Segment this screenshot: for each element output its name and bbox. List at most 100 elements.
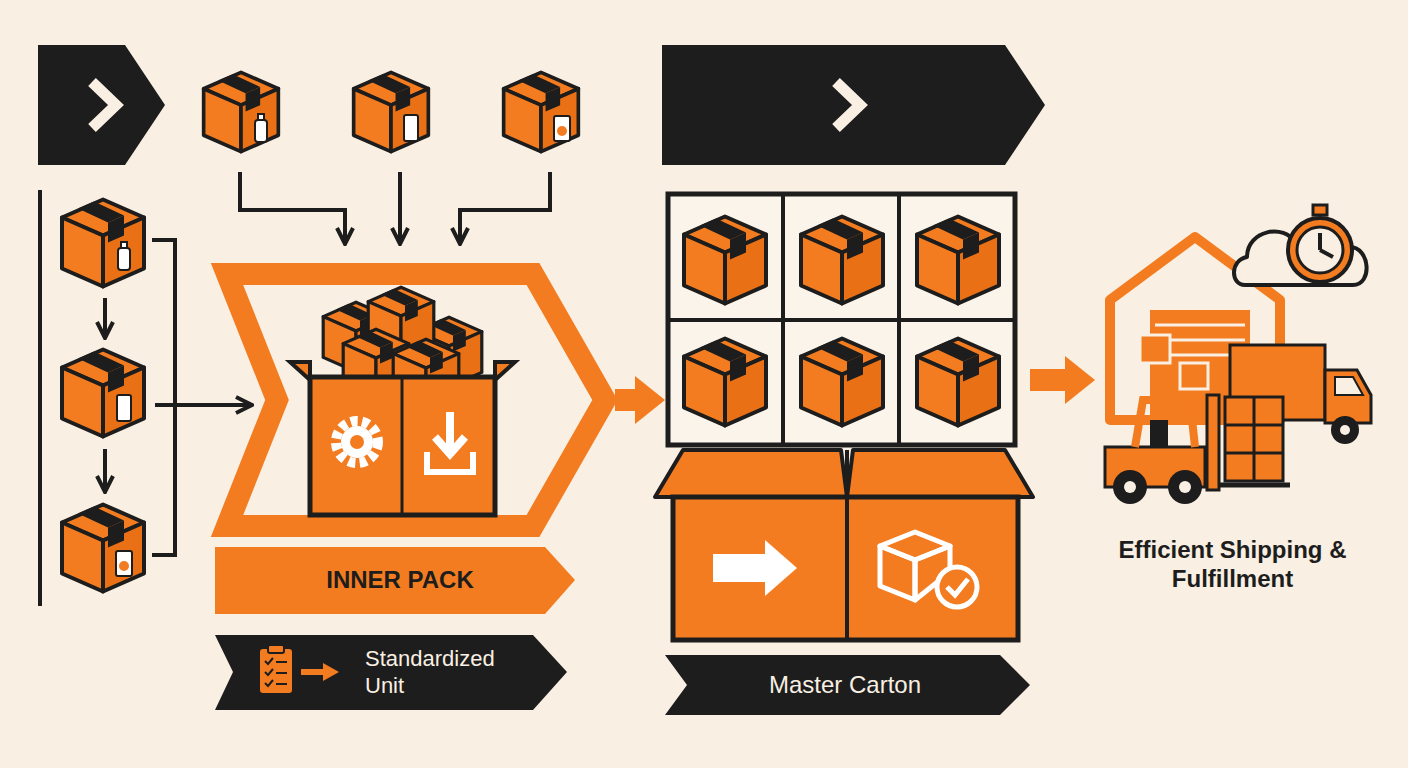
- master-carton-shape-part: [665, 655, 1030, 715]
- left-item-column-part: [117, 395, 131, 421]
- master-carton-shape-part: [684, 339, 766, 426]
- top-item-boxes-part: [255, 120, 267, 142]
- standardized-unit-band-shape-part: [301, 669, 325, 675]
- shipping-fulfillment-shape-part: [1325, 370, 1371, 423]
- flow-arrow-part: [615, 389, 639, 411]
- standardized-unit-band-shape-part: [268, 645, 284, 653]
- master-carton-shape-part: [880, 546, 915, 600]
- master-carton-shape-part: [713, 540, 797, 596]
- master-carton-shape-part: [847, 450, 1033, 497]
- left-item-column-part-part: [152, 240, 175, 555]
- left-item-column-part: [62, 350, 144, 437]
- top-item-boxes-part: [204, 72, 279, 151]
- master-carton-shape-part: [801, 339, 883, 426]
- shipping-fulfillment-shape-part: [1225, 397, 1283, 481]
- left-item-column-part-part: [103, 449, 107, 490]
- top-left-chevron-part: [38, 45, 165, 165]
- feed-arrows-part: [460, 172, 550, 242]
- shipping-fulfillment-shape-part: [1207, 395, 1219, 490]
- master-carton-shape-part: [880, 532, 950, 560]
- standardized-unit-band-shape-part: [276, 683, 287, 685]
- flow-arrow-part: [1065, 356, 1095, 404]
- master-carton-shape-part: [801, 217, 883, 304]
- inner-pack-chevron-shape-part: [495, 362, 515, 380]
- node-label: Efficient Shipping & Fulfillment: [1105, 525, 1360, 605]
- left-item-column-part: [121, 242, 127, 248]
- inner-pack-chevron-shape-part: [290, 362, 310, 380]
- standardized-unit-band-shape-part: [215, 635, 567, 710]
- shipping-fulfillment-shape-part: [1150, 420, 1168, 447]
- master-carton-shape: [665, 192, 1030, 717]
- shipping-fulfillment-shape-part: [1180, 363, 1208, 389]
- top-left-chevron: [38, 45, 165, 165]
- shipping-fulfillment-shape-part: [1225, 424, 1283, 427]
- feed-arrows-part: [240, 172, 345, 242]
- inner-pack-chevron-shape-part: [341, 426, 373, 458]
- standardized-unit-band-shape-part: [276, 672, 287, 674]
- inner-pack-chevron-shape-part: [435, 437, 465, 454]
- shipping-fulfillment-shape-part: [1155, 324, 1245, 327]
- master-carton: Master Carton: [665, 192, 1030, 717]
- master-carton-shape-part: [845, 450, 849, 640]
- shipping-fulfillment-shape-part: [1124, 481, 1136, 493]
- left-item-column-part: [118, 248, 130, 270]
- top-center-chevron-part: [662, 45, 1045, 165]
- inner-pack-chevron-shape-part: [215, 547, 575, 614]
- standardized-unit-band-shape-part: [260, 649, 292, 693]
- master-carton-shape-part: [937, 567, 977, 607]
- shipping-fulfillment-shape-part: [1313, 205, 1327, 215]
- left-item-column-part: [62, 505, 144, 592]
- top-item-boxes-part: [504, 72, 579, 151]
- shipping-fulfillment: Efficient Shipping & Fulfillment: [1095, 185, 1380, 605]
- top-item-boxes-part: [258, 114, 264, 120]
- left-item-column-part: [116, 551, 132, 576]
- master-carton-shape-part: [655, 450, 847, 497]
- left-item-column: [40, 190, 250, 606]
- flow-arrow: [1030, 356, 1095, 404]
- inner-pack-chevron-shape-part: [336, 421, 378, 463]
- left-item-column-part: [62, 200, 144, 287]
- flow-arrow: [615, 376, 665, 424]
- shipping-fulfillment-shape-part: [1253, 397, 1256, 481]
- master-carton-shape-part: [668, 318, 1015, 322]
- shipping-fulfillment-shape-part: [1168, 470, 1202, 504]
- inner-pack-chevron-shape-part: [350, 435, 364, 449]
- top-item-boxes-part: [557, 126, 567, 136]
- shipping-fulfillment-shape-part: [1219, 483, 1290, 488]
- top-item-boxes: [204, 72, 579, 151]
- shipping-fulfillment-shape-part: [1340, 425, 1350, 435]
- standardized-unit-band: Standardized Unit: [215, 635, 570, 710]
- left-item-column-part: [38, 190, 42, 606]
- standardized-unit-band-shape-part: [323, 663, 339, 681]
- top-item-boxes-part: [404, 115, 418, 141]
- inner-pack-chevron: INNER PACK: [215, 262, 615, 617]
- top-left-chevron-part: [92, 82, 116, 128]
- left-item-column-part-part: [155, 403, 250, 407]
- shipping-fulfillment-shape-part: [1297, 227, 1343, 273]
- master-carton-shape-part: [684, 217, 766, 304]
- node-label: Master Carton: [695, 655, 995, 715]
- shipping-fulfillment-shape-part: [1320, 250, 1333, 257]
- master-carton-shape-part: [668, 194, 1015, 445]
- inner-pack-chevron-shape-part: [227, 274, 605, 526]
- master-carton-shape-part: [947, 579, 968, 595]
- inner-pack-chevron-shape: [215, 262, 615, 617]
- shipping-fulfillment-shape-part: [1288, 218, 1352, 282]
- standardized-unit-band-shape-part: [265, 658, 273, 664]
- shipping-fulfillment-shape-part: [1113, 470, 1147, 504]
- master-carton-shape-part: [917, 339, 999, 426]
- shipping-fulfillment-shape-part: [1335, 377, 1363, 395]
- top-center-chevron: [662, 45, 1045, 165]
- shipping-fulfillment-shape-part: [1179, 481, 1191, 493]
- inner-pack-chevron-shape-part: [427, 452, 473, 472]
- flow-arrow-part: [1030, 369, 1069, 391]
- inner-pack-chevron-shape-part: [446, 412, 454, 450]
- feed-arrows: [240, 172, 550, 242]
- standardized-unit-band-shape-part: [276, 661, 287, 663]
- shipping-fulfillment-shape-part: [1225, 452, 1283, 455]
- shipping-fulfillment-shape-part: [1140, 335, 1170, 363]
- shipping-fulfillment-shape-part: [1331, 416, 1359, 444]
- inner-pack-chevron-shape-part: [401, 377, 404, 515]
- top-item-boxes-part: [554, 116, 570, 141]
